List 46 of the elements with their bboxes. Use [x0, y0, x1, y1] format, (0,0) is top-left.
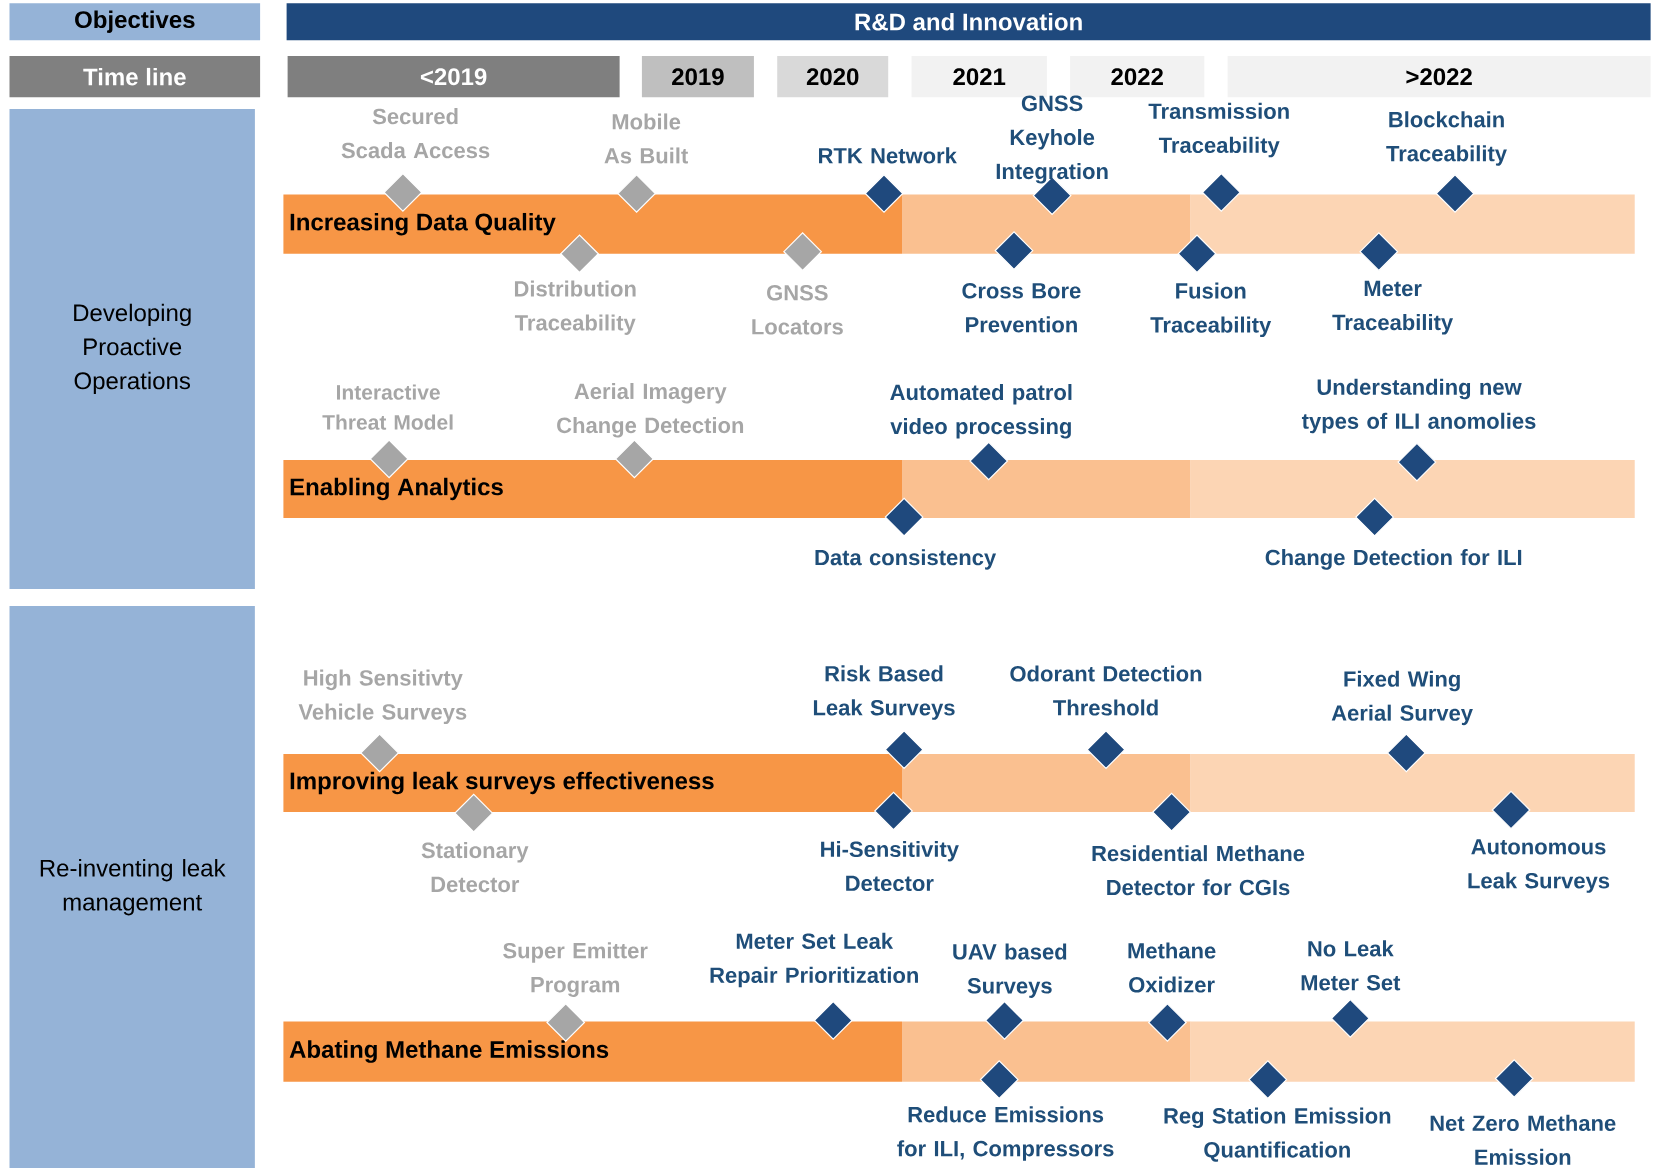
year-cell: 2019 — [641, 56, 754, 98]
objective-box: Developing Proactive Operations — [9, 108, 255, 589]
year-cell: 2020 — [777, 56, 889, 98]
milestone-label: Methane Oxidizer — [1128, 942, 1216, 993]
year-cell: >2022 — [1227, 56, 1651, 98]
milestone-label: Meter Traceability — [1332, 280, 1454, 335]
milestone-label: Aerial Imagery Change Detection — [557, 383, 744, 438]
roadmap-band: Enabling Analytics — [283, 460, 1635, 519]
milestone-label: Secured Scada Access — [341, 108, 490, 159]
milestone-label: Cross Bore Prevention — [962, 282, 1081, 333]
milestone-label: High Sensitivty Vehicle Surveys — [298, 669, 467, 725]
milestone-label: Transmission Traceability — [1148, 102, 1289, 158]
milestone-label: RTK Network — [819, 147, 957, 164]
milestone-label: Risk Based Leak Surveys — [813, 665, 955, 720]
milestone-label: Reduce Emissions for ILI, Compressors — [897, 1106, 1114, 1161]
milestone-label: Residential Methane Detector for CGIs — [1092, 845, 1305, 896]
milestone-label: Autonomous Leak Surveys — [1468, 839, 1610, 893]
milestone-label: Automated patrol video processing — [890, 384, 1072, 439]
milestone-label: Data consistency — [815, 549, 997, 570]
milestone-label: Change Detection for ILI — [1265, 549, 1522, 570]
roadmap-band: Increasing Data Quality — [283, 194, 1635, 254]
objective-box: Re-inventing leak management — [9, 605, 255, 1168]
milestone-label: Fixed Wing Aerial Survey — [1331, 670, 1473, 726]
milestone-label: Net Zero Methane Emission — [1430, 1114, 1616, 1165]
milestone-label: Meter Set Leak Repair Prioritization — [710, 932, 918, 988]
milestone-label: Understanding new types of ILI anomolies — [1301, 378, 1536, 434]
milestone-label: No Leak Meter Set — [1301, 940, 1401, 991]
header-cell: Time line — [9, 56, 261, 98]
milestone-label: Interactive Threat Model — [322, 384, 453, 430]
milestone-label: Odorant Detection Threshold — [1010, 665, 1202, 716]
roadmap-band: Abating Methane Emissions — [283, 1021, 1635, 1082]
milestone-label: Mobile As Built — [604, 113, 688, 164]
milestone-label: GNSS Keyhole Integration — [996, 95, 1108, 184]
roadmap-band: Improving leak surveys effectiveness — [283, 753, 1635, 813]
year-cell: <2019 — [287, 56, 620, 98]
milestone-label: Super Emitter Program — [503, 942, 648, 997]
milestone-label: Reg Station Emission Quantification — [1164, 1107, 1391, 1162]
milestone-label: Hi-Sensitivity Detector — [821, 840, 959, 892]
milestone-label: Distribution Traceability — [514, 280, 636, 335]
milestone-label: Blockchain Traceability — [1386, 111, 1507, 166]
milestone-label: Stationary Detector — [421, 842, 529, 893]
header-cell: Objectives — [9, 3, 261, 41]
milestone-label: UAV based Surveys — [953, 943, 1067, 998]
milestone-label: Fusion Traceability — [1150, 282, 1272, 338]
milestone-label: GNSS Locators — [752, 285, 843, 335]
header-cell: R&D and Innovation — [286, 3, 1651, 41]
